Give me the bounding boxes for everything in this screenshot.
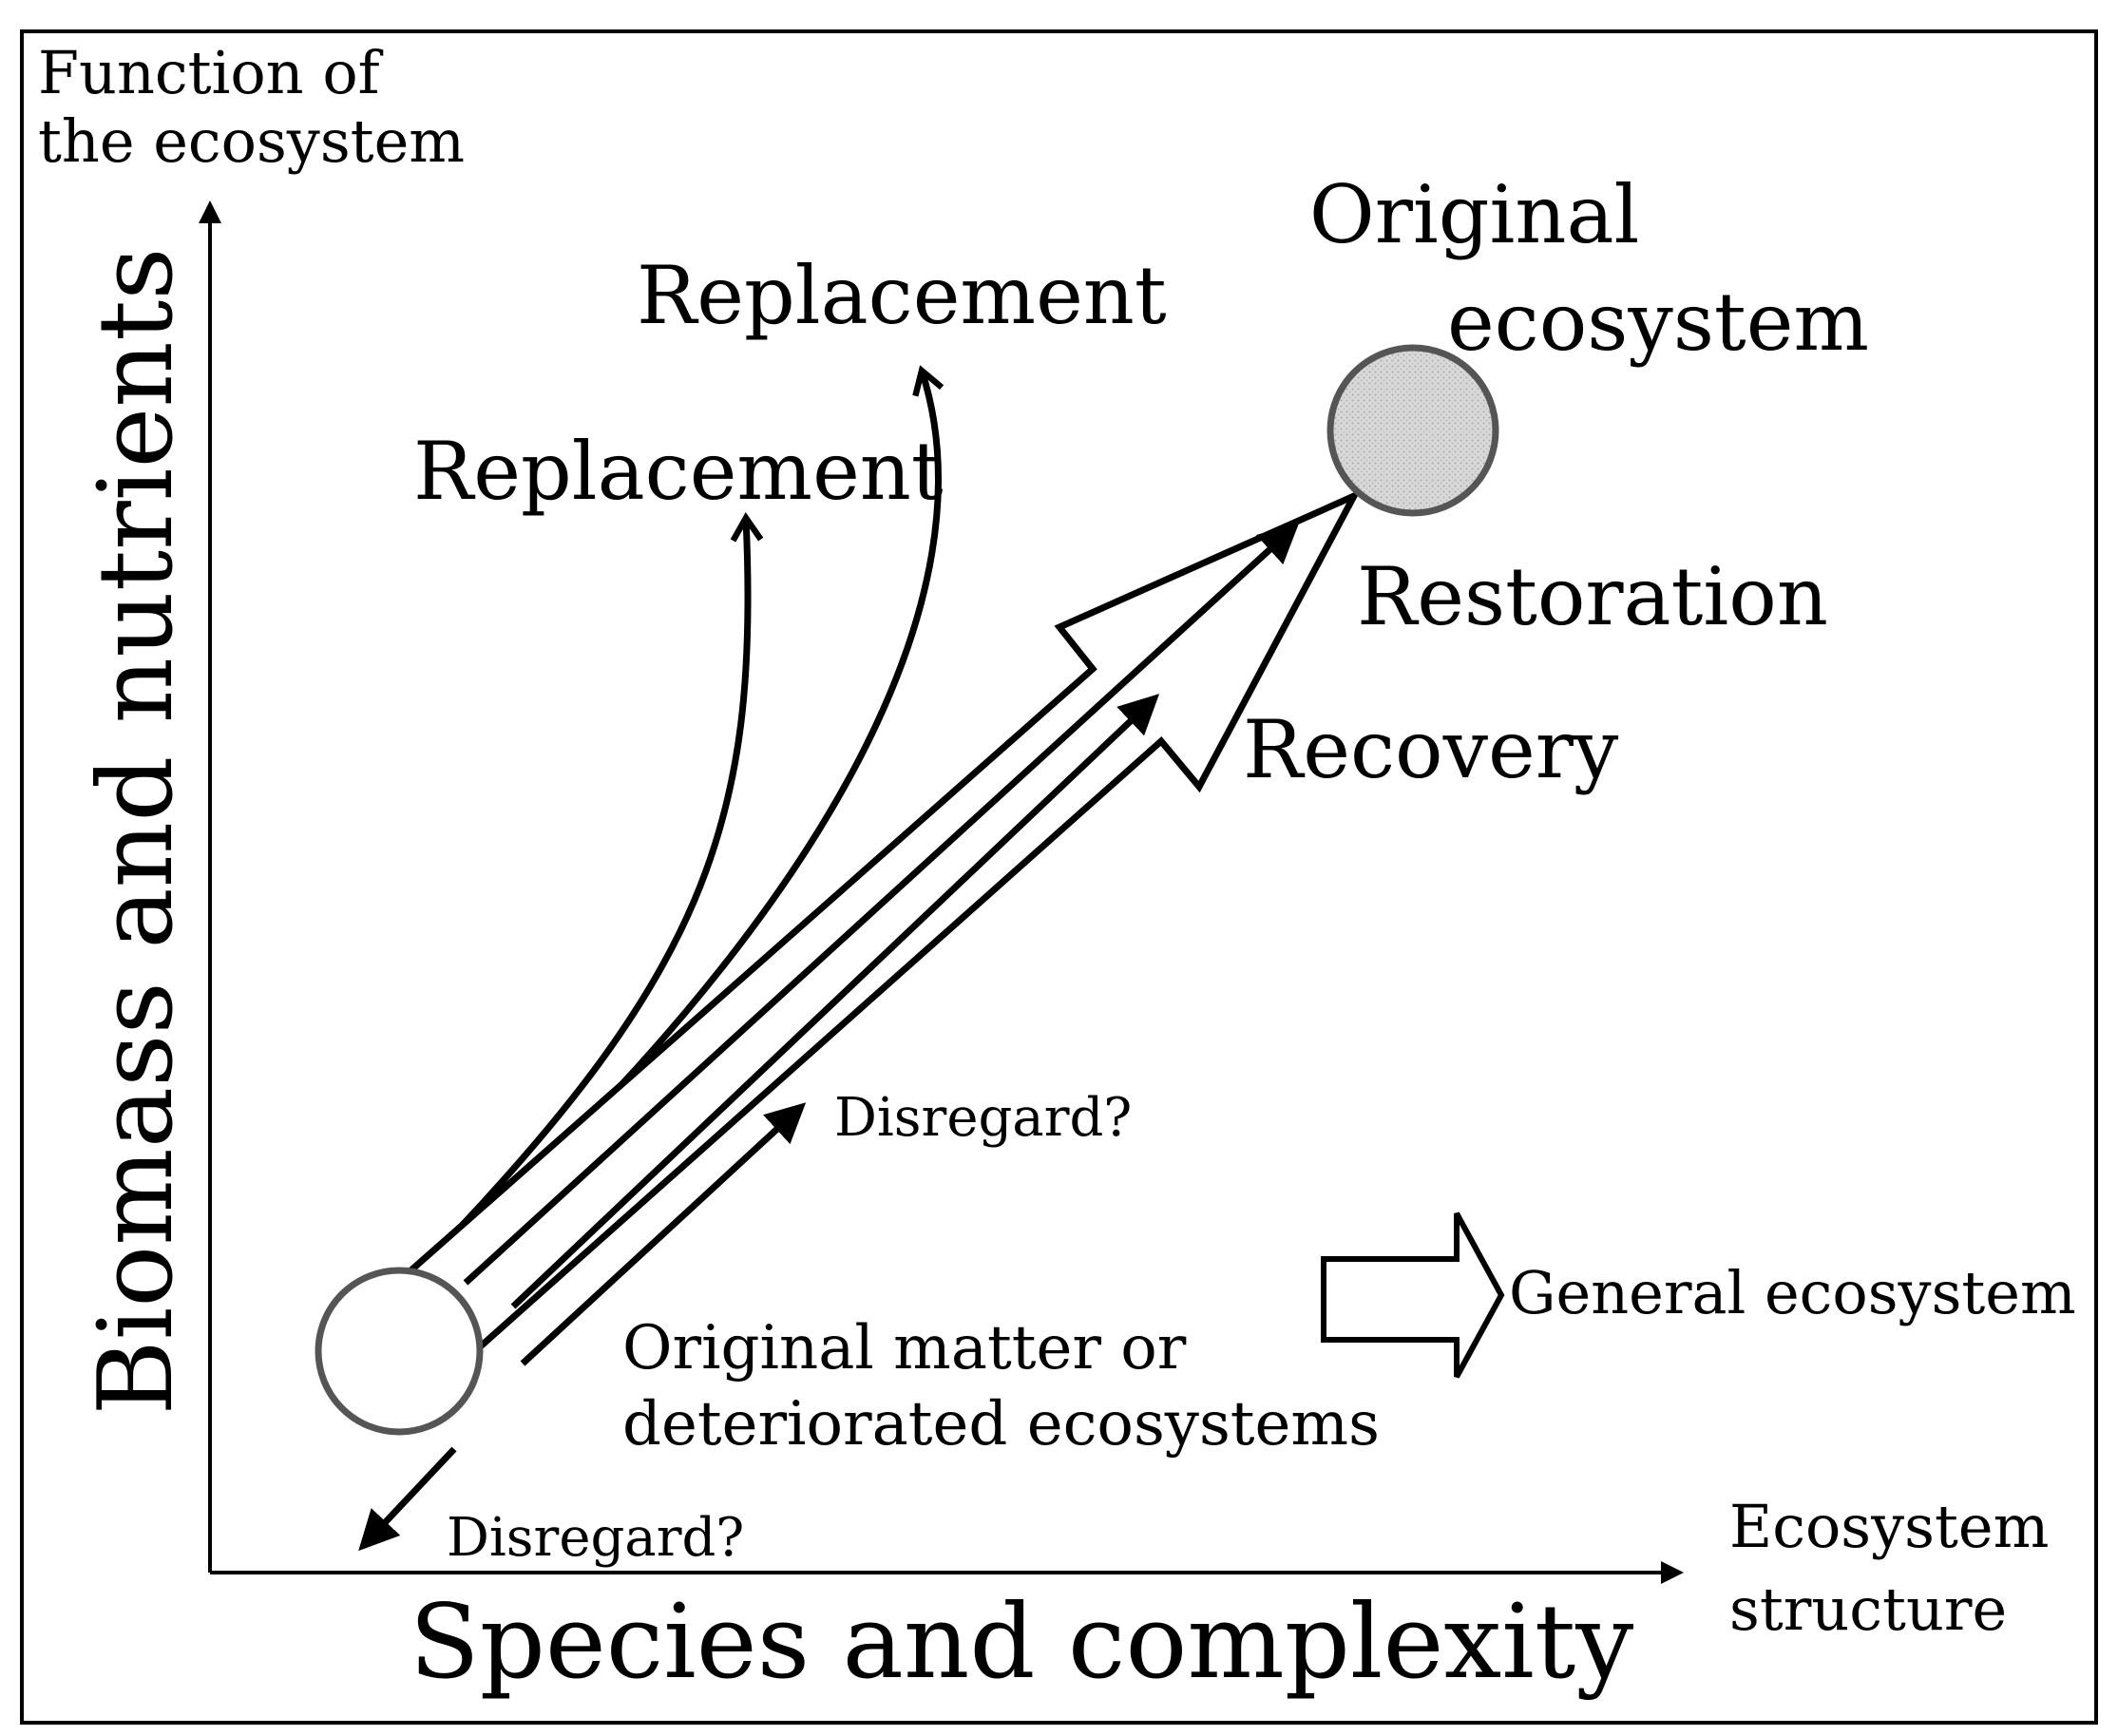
recovery-arrow-1: [463, 523, 1300, 1286]
restoration-hollow-arrow: [393, 488, 1362, 1356]
y-axis-top-label: Function of the ecosystem: [38, 38, 465, 176]
replacement-upper-label: Replacement: [637, 249, 1167, 342]
degraded-ecosystem-label: Original matter or deteriorated ecosyste…: [622, 1313, 1380, 1459]
frame-border: [20, 29, 2098, 1725]
x-axis-bottom-label: Species and complexity: [410, 1583, 1634, 1702]
disregard-backward-label: Disregard?: [447, 1507, 744, 1569]
y-axis-side-label: Biomass and nutrients: [77, 247, 196, 1415]
general-ecosystem-legend-arrow: [1321, 1211, 1505, 1379]
disregard-backward-arrow: [358, 1446, 457, 1552]
original-ecosystem-label: Original ecosystem: [1309, 168, 1869, 369]
general-ecosystem-legend-label: General ecosystem: [1509, 1258, 2076, 1327]
disregard-forward-label: Disregard?: [834, 1087, 1132, 1149]
x-axis-end-label: Ecosystem structure: [1729, 1492, 2068, 1644]
original-ecosystem-circle: [1326, 344, 1499, 517]
disregard-forward-arrow: [520, 1102, 807, 1366]
restoration-label: Restoration: [1357, 550, 1828, 643]
replacement-lower-label: Replacement: [413, 425, 944, 518]
recovery-label: Recovery: [1243, 703, 1619, 796]
degraded-ecosystem-circle: [315, 1267, 484, 1436]
recovery-arrow-2: [510, 694, 1160, 1309]
replacement-lower-curve: [415, 511, 764, 1274]
